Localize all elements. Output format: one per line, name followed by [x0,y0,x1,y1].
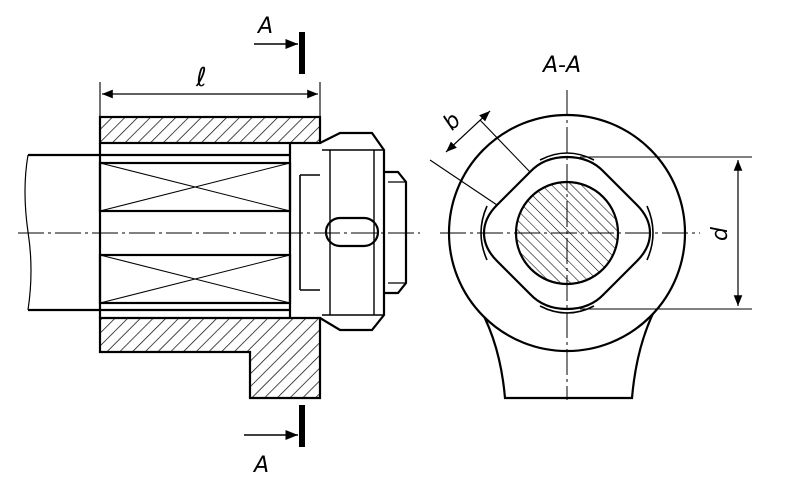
key-lower [98,253,292,305]
nut [299,131,386,332]
section-view-title: A-A [541,53,581,78]
section-label-bottom: A [252,453,269,478]
width-label: b [439,108,467,136]
shaft [24,153,100,312]
lever-arm [474,299,661,400]
key-upper [98,161,292,213]
diameter-label: d [708,226,733,241]
section-mark-top [254,32,305,74]
cross-section [429,90,752,400]
diameter-dimension [580,156,752,310]
length-label: ℓ [195,63,207,93]
section-label-top: A [256,14,273,39]
length-dimension [99,82,321,117]
housing-top-section [98,115,322,145]
section-mark-bottom [244,405,305,447]
housing-bottom-section [98,316,322,400]
width-dimension [429,110,531,206]
square-bore [482,155,652,311]
longitudinal-section [18,32,420,447]
